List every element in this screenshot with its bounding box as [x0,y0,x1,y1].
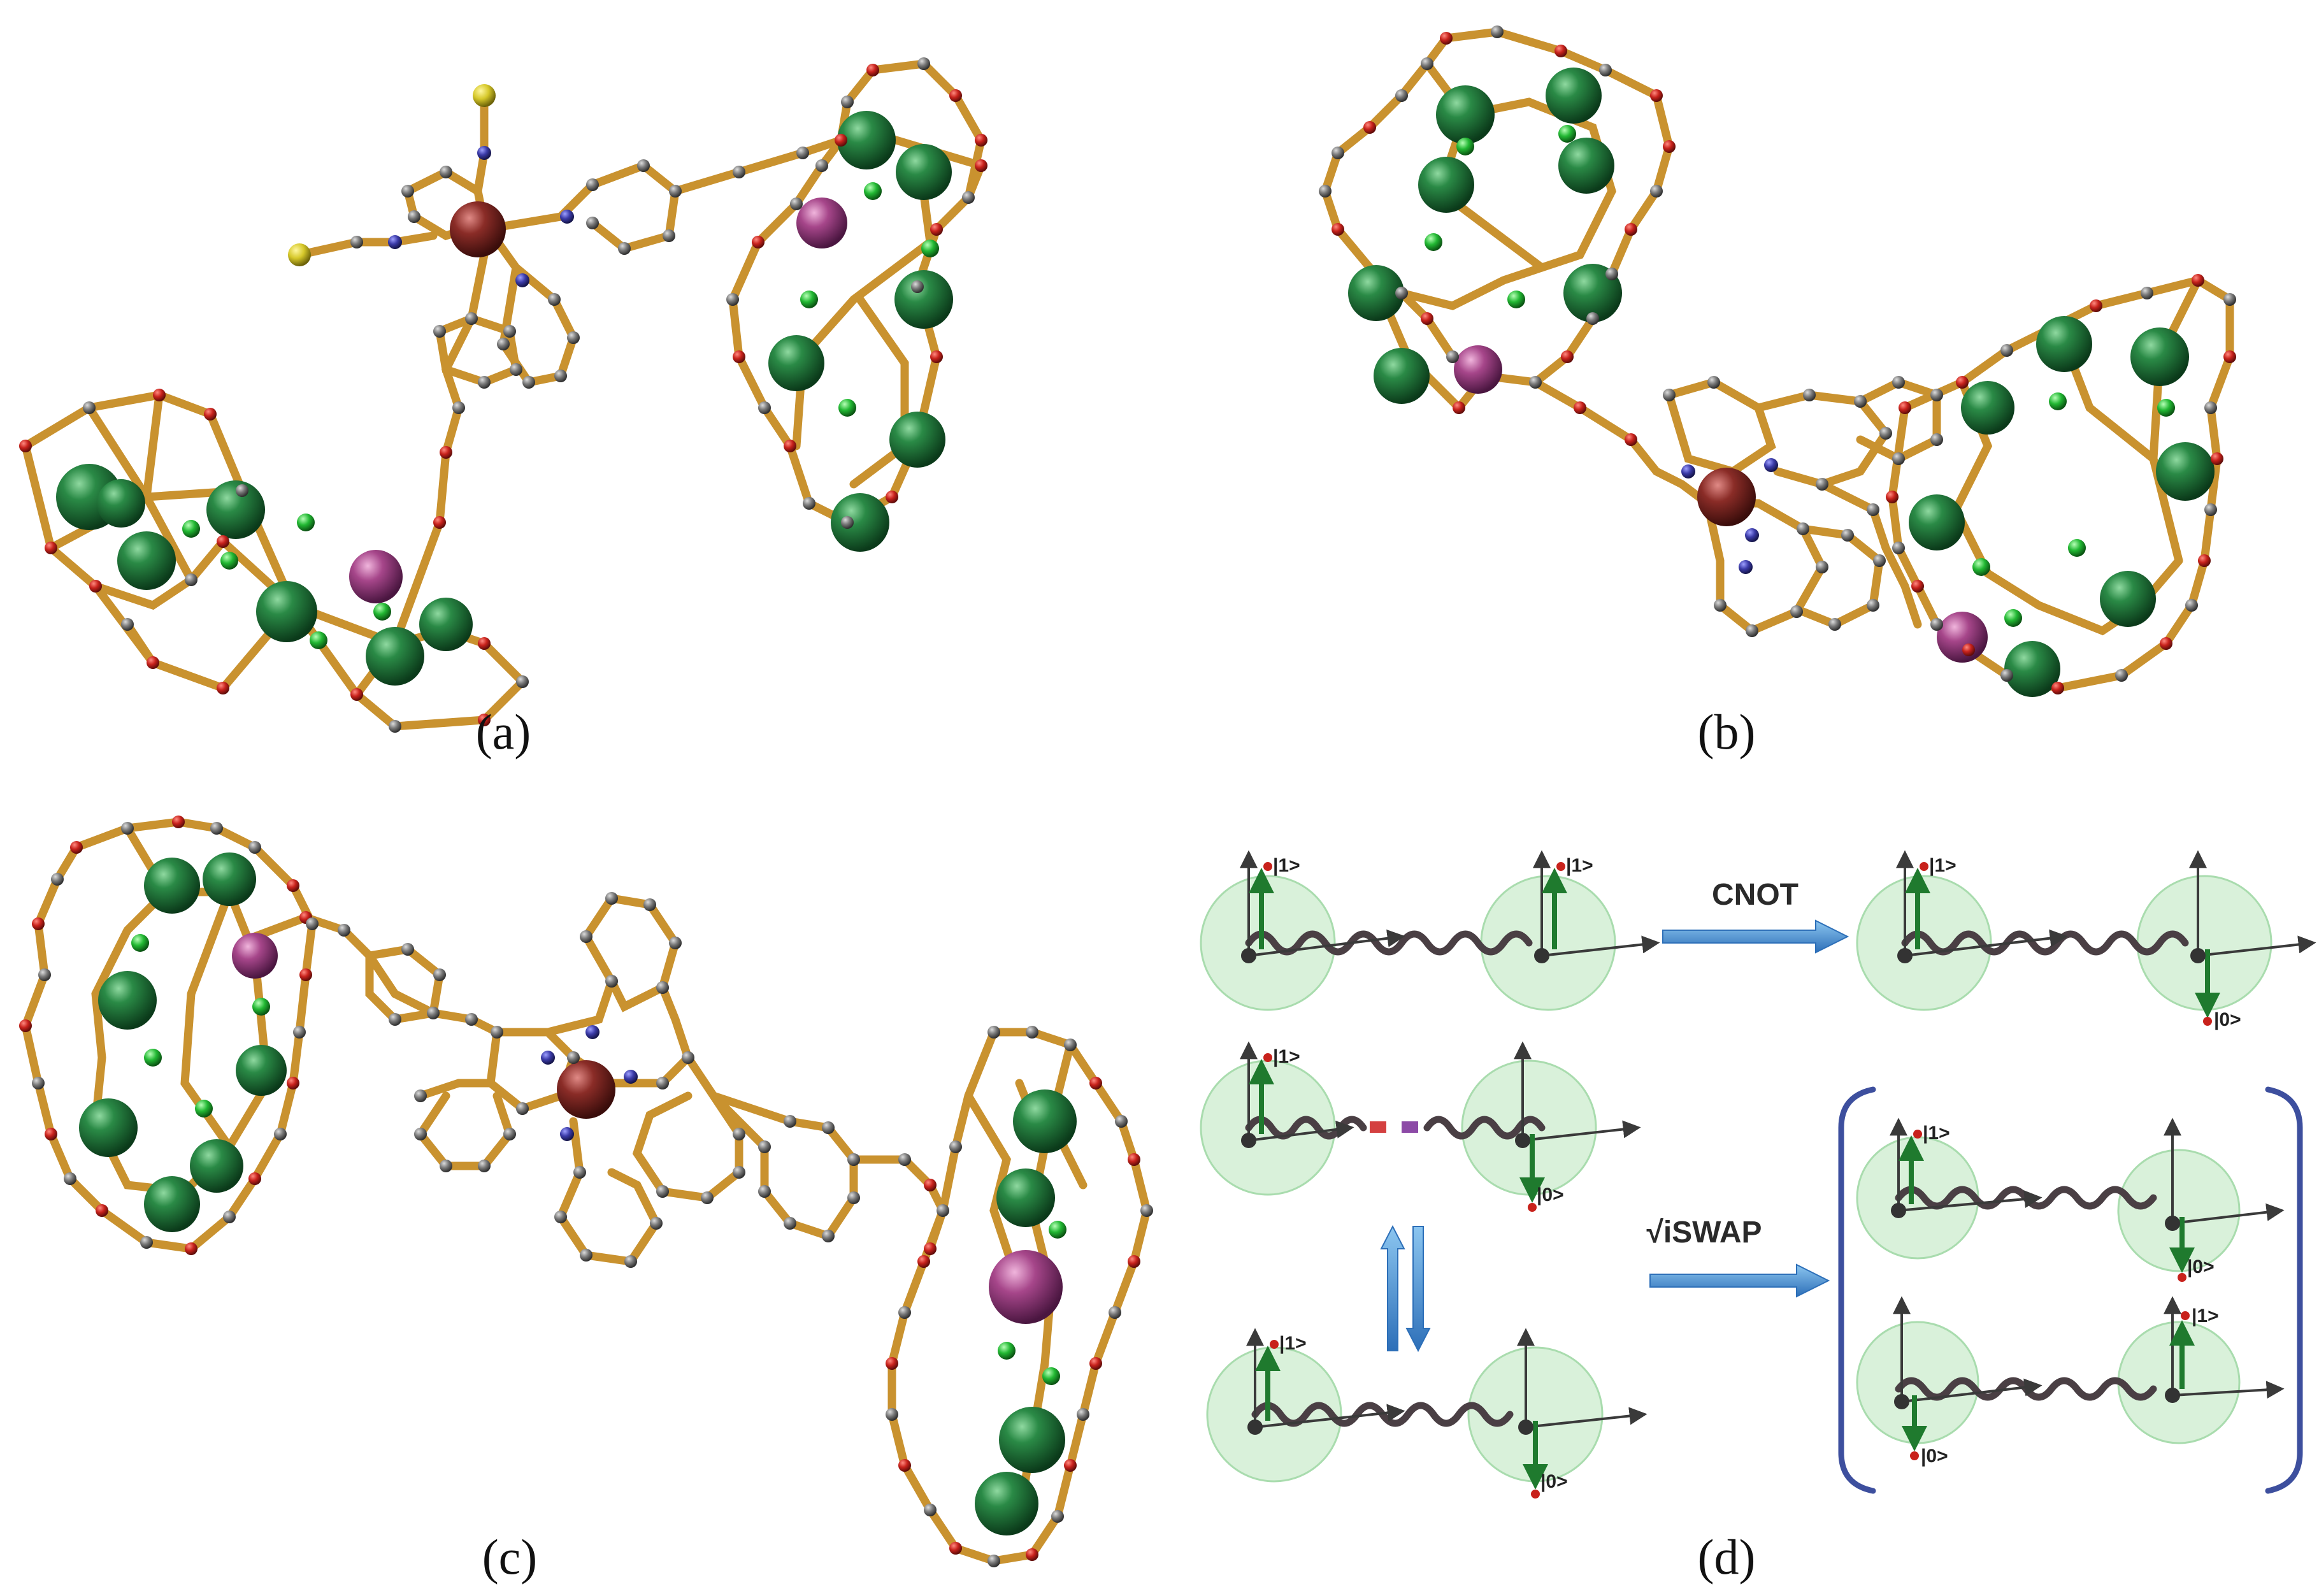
panel-d-label: (d) [1698,1529,1756,1585]
cnot-gate-label: CNOT [1712,878,1798,912]
panel-c-link-to-right [710,1091,948,1253]
panel-b-linker-bond [1531,378,1712,508]
panel-a-linker-bond [391,219,495,648]
qubit-pair-decoupled-10: |1> |0> [1200,1041,1641,1212]
equilibrium-arrows [1380,1225,1431,1353]
ket-zero: |0> [2187,1256,2215,1277]
ket-one: |1> [1923,1123,1950,1144]
panel-c-structure [19,816,1153,1567]
qubit-pair-coupled-10: |1> |0> [1206,1328,1648,1499]
qubit-pair-after-cnot-10: |1> |0> [1856,850,2316,1030]
panel-a-pyridine-bonds [480,136,845,254]
ket-zero: |0> [1540,1471,1568,1492]
superposition-term-10: |1> |0> [1856,1118,2285,1282]
panel-a-label: (a) [476,704,531,759]
ket-zero: |0> [1921,1446,1948,1467]
panel-b-link-to-lower [1818,480,1922,629]
cnot-arrow [1662,919,1849,954]
ket-one: |1> [1279,1333,1307,1354]
panel-b-label: (b) [1698,704,1756,759]
viswap-arrow [1649,1263,1830,1298]
superposition-term-01: |0> |1> [1856,1296,2285,1467]
ket-one: |1> [2192,1305,2219,1326]
superposition-right-bracket [2265,1086,2303,1494]
panel-a-tpy-bonds [295,91,578,387]
panel-b-structure [1319,25,2236,697]
panel-c-label: (c) [482,1529,538,1585]
ket-one: |1> [1273,855,1300,876]
panel-a-structure [19,57,987,733]
ket-zero: |0> [1537,1184,1564,1205]
viswap-gate-label: √iSWAP [1646,1216,1762,1249]
qubit-pair-initial-11: |1> |1> [1200,850,1660,1011]
ket-one: |1> [1929,855,1956,876]
ket-one: |1> [1566,855,1593,876]
panel-b-upper-cluster-bonds [1321,27,1674,414]
panel-c-linker-bond [250,913,501,1037]
superposition-left-bracket [1838,1086,1876,1494]
ket-zero: |0> [2214,1009,2241,1030]
ket-one: |1> [1273,1046,1300,1067]
panel-d-schematic: |1> |1> CNOT |1> |0> [1200,850,2316,1499]
